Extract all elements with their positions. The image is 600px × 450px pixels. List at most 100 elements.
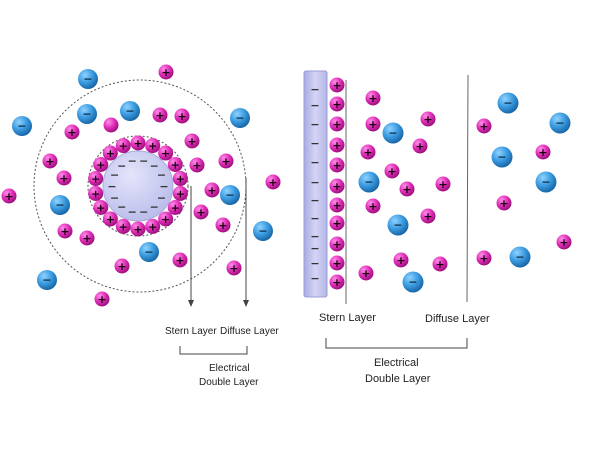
- svg-text:+: +: [161, 66, 170, 79]
- svg-text:+: +: [171, 159, 180, 172]
- stern-arrow-icon: [188, 300, 194, 307]
- svg-text:+: +: [423, 113, 432, 126]
- spherical-model: −−−−−−−−−−−−−− ++++++++++++++++++−+−−−−+…: [1, 64, 281, 388]
- cation-icon: +: [556, 234, 572, 250]
- svg-text:+: +: [45, 155, 54, 168]
- svg-text:+: +: [218, 219, 227, 232]
- surface-charge-icon: −: [117, 160, 126, 173]
- anion-icon: −: [535, 171, 557, 193]
- cation-icon: +: [476, 118, 492, 134]
- svg-text:+: +: [4, 190, 13, 203]
- svg-text:+: +: [332, 139, 341, 152]
- cation-icon: +: [172, 185, 188, 201]
- svg-text:+: +: [91, 187, 100, 200]
- svg-text:−: −: [82, 108, 91, 121]
- cation-icon: +: [365, 116, 381, 132]
- svg-text:+: +: [538, 146, 547, 159]
- surface-charge-icon: −: [310, 137, 319, 150]
- surface-charge-icon: −: [150, 160, 159, 173]
- cation-icon: +: [329, 157, 345, 173]
- surface-charge-icon: −: [157, 169, 166, 182]
- svg-text:−: −: [503, 97, 512, 110]
- svg-text:+: +: [161, 213, 170, 226]
- cation-icon: +: [329, 236, 345, 252]
- cation-icon: +: [102, 211, 118, 227]
- surface-charge-icon: −: [310, 194, 319, 207]
- svg-text:+: +: [479, 120, 488, 133]
- cation-icon: +: [329, 255, 345, 271]
- cation-icon: +: [93, 200, 109, 215]
- cation-icon: +: [172, 252, 188, 268]
- anion-icon: −: [230, 108, 250, 128]
- svg-text:+: +: [177, 110, 186, 123]
- cation-icon: +: [114, 258, 130, 274]
- cation-icon: +: [496, 195, 512, 211]
- svg-text:−: −: [55, 199, 64, 212]
- cation-icon: +: [1, 188, 17, 204]
- surface-charge-icon: −: [310, 118, 319, 131]
- cation-icon: +: [204, 182, 220, 198]
- svg-text:−: −: [42, 274, 51, 287]
- svg-text:+: +: [332, 180, 341, 193]
- cation-icon: +: [158, 64, 174, 80]
- planar-ions: +++++++++++++−+++−++++−++++−−+−−+−+++−: [329, 77, 572, 293]
- surface-charge-icon: −: [310, 212, 319, 225]
- cation-icon: +: [152, 107, 168, 123]
- surface-charge-icon: −: [110, 169, 119, 182]
- cation-icon: +: [358, 265, 374, 281]
- cation-icon: +: [57, 223, 73, 239]
- svg-text:−: −: [83, 73, 92, 86]
- svg-text:+: +: [91, 173, 100, 186]
- svg-text:−: −: [393, 219, 402, 232]
- svg-text:+: +: [499, 197, 508, 210]
- svg-text:+: +: [332, 276, 341, 289]
- cation-icon: +: [329, 178, 345, 194]
- surface-charge-icon: −: [159, 180, 168, 193]
- anion-icon: −: [77, 104, 97, 124]
- svg-text:+: +: [332, 98, 341, 111]
- svg-text:+: +: [438, 178, 447, 191]
- cation-icon: +: [384, 163, 400, 179]
- cation-icon: +: [167, 200, 183, 215]
- svg-text:+: +: [332, 199, 341, 212]
- surface-charges: −−−−−−−−−−−−−−: [107, 155, 168, 219]
- cation-icon: [103, 117, 119, 133]
- cation-icon: +: [535, 144, 551, 160]
- svg-text:−: −: [497, 151, 506, 164]
- svg-text:+: +: [479, 252, 488, 265]
- svg-text:−: −: [364, 176, 373, 189]
- cation-icon: +: [226, 260, 242, 276]
- svg-text:−: −: [17, 120, 26, 133]
- svg-text:+: +: [435, 258, 444, 271]
- cation-icon: +: [79, 230, 95, 246]
- surface-charge-icon: −: [310, 156, 319, 169]
- anion-icon: −: [509, 246, 531, 268]
- edl-label-line1: Electrical: [209, 363, 250, 374]
- svg-text:+: +: [59, 172, 68, 185]
- charged-particle-core: [102, 150, 174, 222]
- cation-icon: +: [184, 133, 200, 149]
- svg-text:+: +: [559, 236, 568, 249]
- planar-model: −−−−−−−−−−−− +++++++++++++−+++−++++−++++…: [303, 70, 572, 385]
- svg-text:−: −: [515, 251, 524, 264]
- cation-icon: +: [158, 211, 174, 227]
- diffuse-boundary-line: [466, 74, 469, 303]
- svg-text:+: +: [415, 140, 424, 153]
- svg-text:+: +: [161, 147, 170, 160]
- cation-icon: +: [56, 170, 72, 186]
- anion-icon: −: [139, 242, 159, 262]
- svg-text:+: +: [106, 213, 115, 226]
- anion-icon: −: [402, 271, 424, 293]
- cation-icon: +: [420, 111, 436, 127]
- svg-text:+: +: [106, 147, 115, 160]
- cation-icon: +: [130, 221, 146, 237]
- anion-icon: −: [78, 69, 98, 89]
- svg-text:+: +: [133, 223, 142, 236]
- cation-icon: +: [420, 208, 436, 224]
- charged-surface-plate: [303, 70, 328, 298]
- cation-icon: +: [412, 138, 428, 154]
- svg-text:+: +: [196, 206, 205, 219]
- cation-icon: +: [174, 108, 190, 124]
- anion-icon: −: [491, 146, 513, 168]
